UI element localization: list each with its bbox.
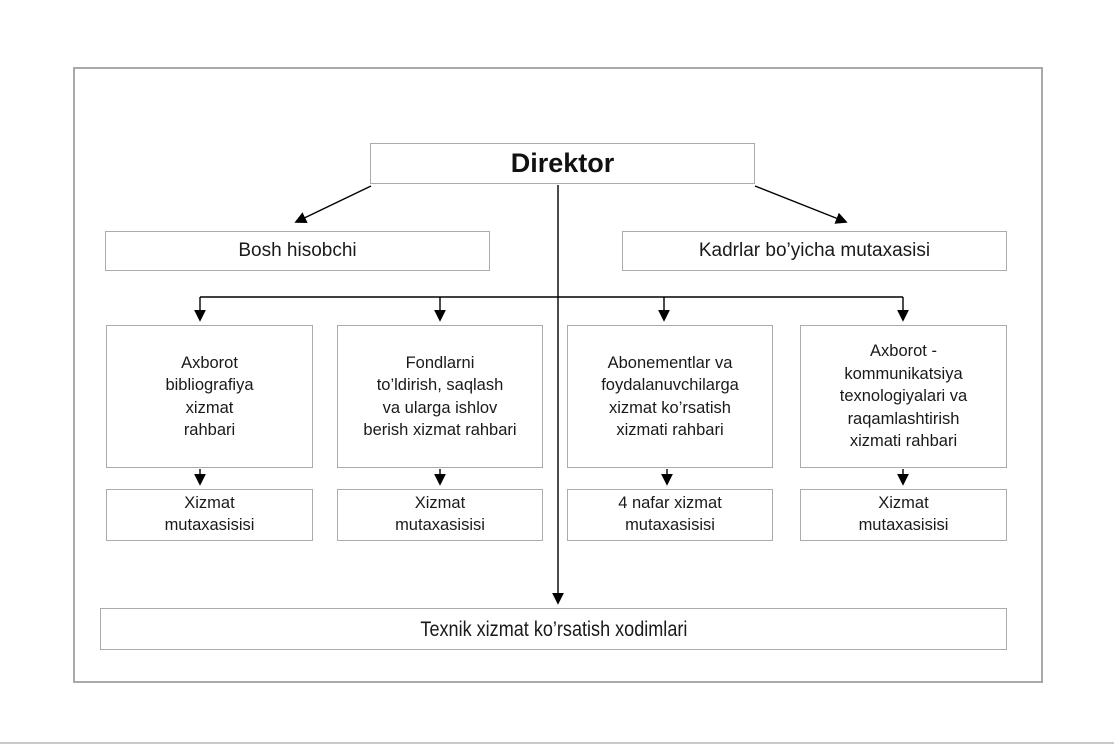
dept-head-box-akt: Axborot - kommunikatsiya texnologiyalari…	[800, 325, 1007, 468]
staff-box-3: 4 nafar xizmat mutaxasisisi	[567, 489, 773, 541]
dept-head-box-abonementlar: Abonementlar va foydalanuvchilarga xizma…	[567, 325, 773, 468]
dept-head-box-fondlar: Fondlarni to’ldirish, saqlash va ularga …	[337, 325, 543, 468]
dept-head-box-bibliografiya: Axborot bibliografiya xizmat rahbari	[106, 325, 313, 468]
direktor-box: Direktor	[370, 143, 755, 184]
bosh-hisobchi-box: Bosh hisobchi	[105, 231, 490, 271]
staff-box-2: Xizmat mutaxasisisi	[337, 489, 543, 541]
texnik-xizmat-box: Texnik xizmat ko’rsatish xodimlari	[100, 608, 1007, 650]
staff-box-1: Xizmat mutaxasisisi	[106, 489, 313, 541]
texnik-xizmat-label: Texnik xizmat ko’rsatish xodimlari	[420, 616, 687, 641]
staff-box-4: Xizmat mutaxasisisi	[800, 489, 1007, 541]
kadrlar-mutaxasisi-box: Kadrlar bo’yicha mutaxasisi	[622, 231, 1007, 271]
page-bottom-divider	[0, 742, 1114, 744]
